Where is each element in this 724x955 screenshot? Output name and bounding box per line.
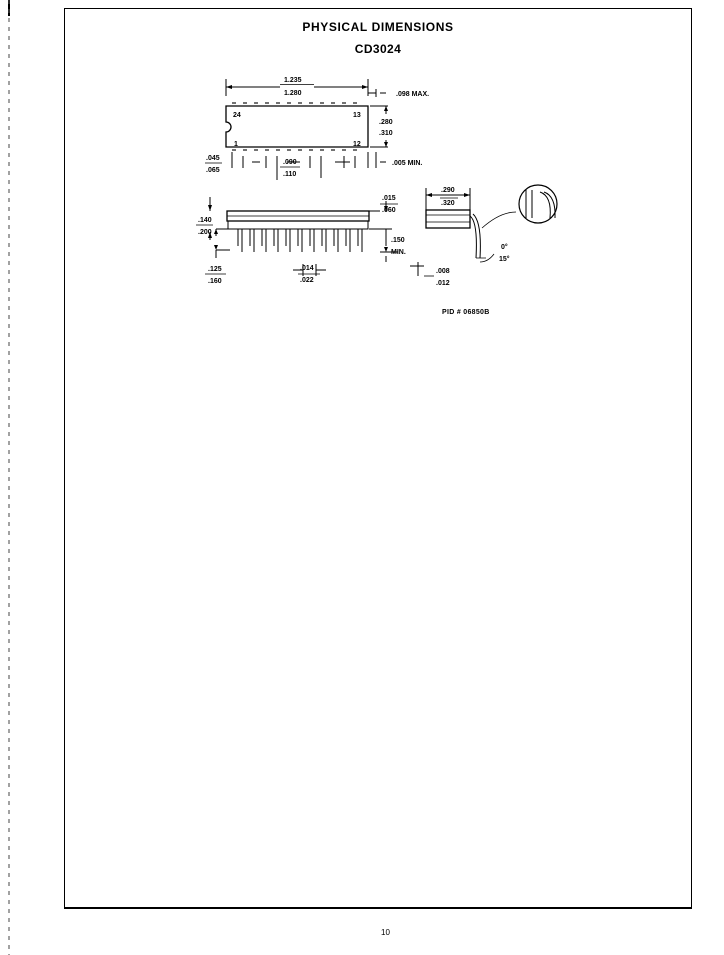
page-frame	[64, 8, 692, 909]
lead-width-min-label: .014	[300, 265, 314, 272]
width-max-label: .310	[379, 130, 393, 137]
shoulder-max-label: .060	[382, 207, 396, 214]
end-min-label: .045	[206, 155, 220, 162]
pin-1-label: 1	[234, 141, 238, 148]
lead-length-label: .150	[391, 237, 405, 244]
thickness-min-label: .008	[436, 268, 450, 275]
span-max-label: .320	[441, 200, 455, 207]
binding-hole-marks	[8, 0, 10, 955]
seat-max-label: .160	[208, 278, 222, 285]
shoulder-min-label: .015	[382, 195, 396, 202]
end-max-label: .065	[206, 167, 220, 174]
height-max-label: .200	[198, 229, 212, 236]
pitch-max-label: .110	[283, 171, 296, 178]
length-min-label: 1.235	[284, 77, 302, 84]
pid-number: PID # 06850B	[442, 309, 490, 316]
height-min-label: .140	[198, 217, 212, 224]
pin-12-label: 12	[353, 141, 361, 148]
pin-13-label: 13	[353, 112, 361, 119]
width-min-label: .280	[379, 119, 393, 126]
page-number: 10	[381, 928, 390, 937]
pitch-min-label: .090	[283, 159, 297, 166]
span-min-label: .290	[441, 187, 455, 194]
gap-min-label: .005 MIN.	[392, 160, 422, 167]
pin-24-label: 24	[233, 112, 241, 119]
lead-length-note: MIN.	[391, 249, 406, 256]
lead-width-max-label: .022	[300, 277, 314, 284]
seat-min-label: .125	[208, 266, 222, 273]
page-title: PHYSICAL DIMENSIONS	[302, 20, 454, 34]
length-max-label: 1.280	[284, 90, 302, 97]
body-offset-label: .098 MAX.	[396, 91, 429, 98]
angle-min-label: 0°	[501, 243, 508, 251]
thickness-max-label: .012	[436, 280, 450, 287]
part-number: CD3024	[354, 42, 402, 56]
angle-max-label: 15°	[499, 255, 510, 263]
